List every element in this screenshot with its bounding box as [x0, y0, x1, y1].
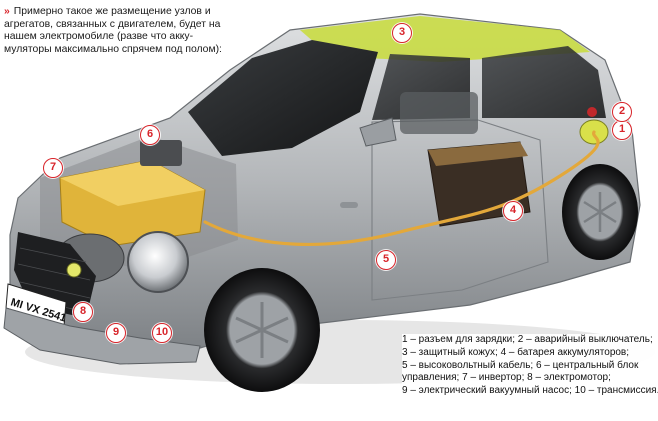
battery-top — [428, 142, 528, 166]
windshield — [188, 40, 378, 156]
legend-line: 5 – высоковольтный кабель; 6 – центральн… — [402, 359, 639, 371]
callout-2: 2 — [612, 102, 632, 122]
legend-line: 1 – разъем для зарядки; 2 – аварийный вы… — [402, 334, 653, 345]
emergency-switch — [587, 107, 597, 117]
headlight — [127, 231, 189, 293]
rear-wheel-spokes — [583, 192, 617, 232]
control-unit — [140, 140, 182, 166]
interior-seat — [400, 92, 478, 134]
legend-line: 3 – защитный кожух; 4 – батарея аккумуля… — [402, 346, 630, 358]
door-handle — [340, 202, 358, 208]
intro-paragraph: Примерно такое же размещение узлов и агр… — [4, 6, 222, 55]
callout-4: 4 — [503, 201, 523, 221]
callout-6: 6 — [140, 125, 160, 145]
side-mirror — [359, 117, 397, 147]
front-wheel-spokes — [235, 302, 289, 358]
roof-highlight — [300, 16, 590, 62]
intro-text: »Примерно такое же размещение узлов и аг… — [4, 6, 236, 56]
high-voltage-cable — [203, 130, 600, 247]
legend: 1 – разъем для зарядки; 2 – аварийный вы… — [402, 334, 658, 398]
callout-3: 3 — [392, 23, 412, 43]
side-window-rear — [482, 46, 606, 118]
front-bumper — [3, 307, 201, 365]
callout-10: 10 — [152, 323, 172, 343]
legend-line: 9 – электрический вакуумный насос; 10 – … — [402, 385, 658, 397]
inverter-top — [60, 160, 205, 206]
callout-1: 1 — [612, 120, 632, 140]
callout-7: 7 — [43, 158, 63, 178]
callout-8: 8 — [73, 302, 93, 322]
fog-light — [66, 262, 82, 278]
intro-marker-icon: » — [4, 6, 10, 17]
legend-line: управления; 7 – инвертор; 8 – электромот… — [402, 372, 611, 384]
callout-5: 5 — [376, 250, 396, 270]
callout-9: 9 — [106, 323, 126, 343]
